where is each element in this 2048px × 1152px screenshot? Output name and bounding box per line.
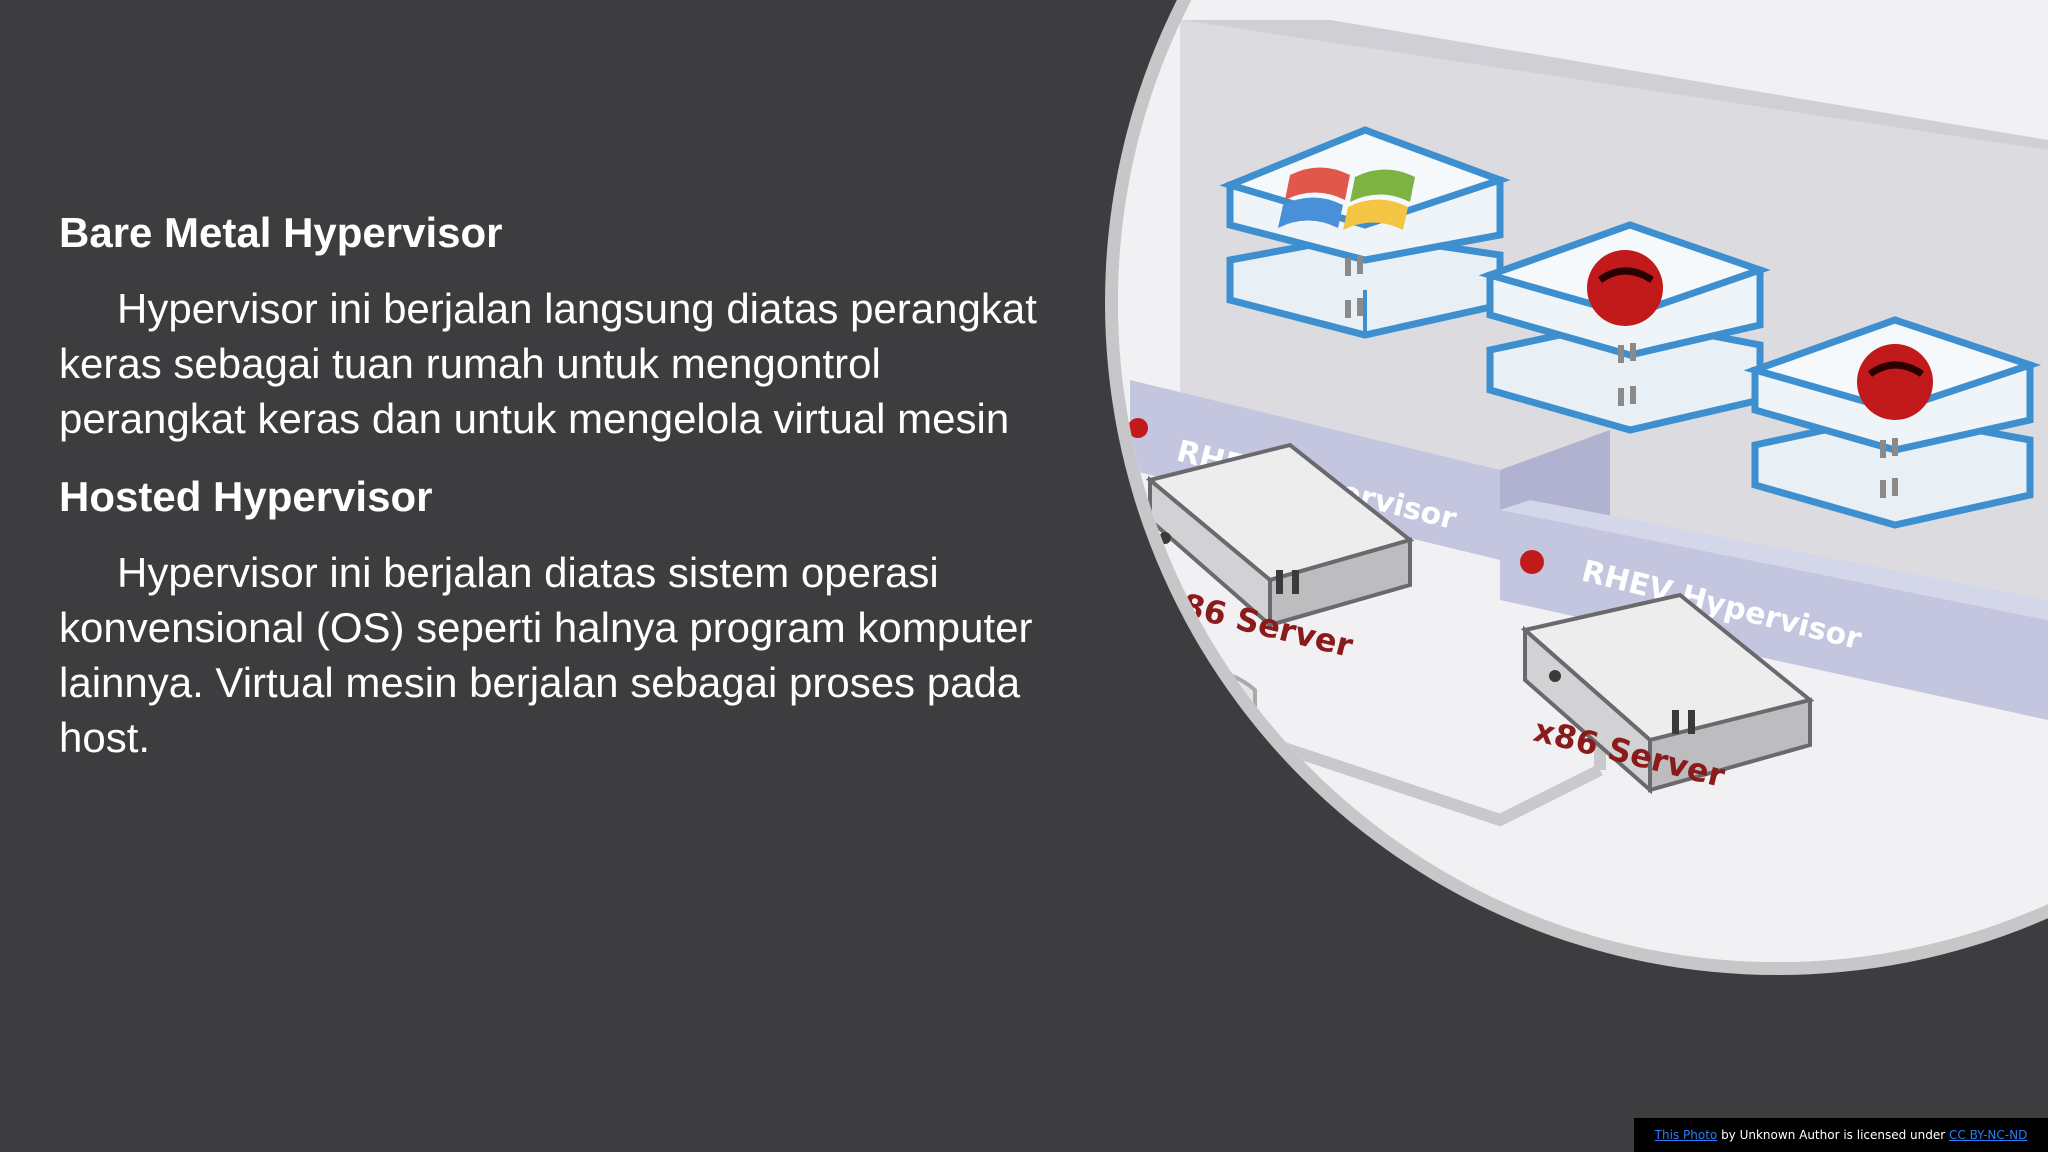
- redhat-logo-icon: [1587, 250, 1663, 326]
- hypervisor-diagram: RHEV Hypervisor RHEV Hypervisor x86 Serv…: [1118, 0, 2048, 962]
- paragraph-bare-metal: Hypervisor ini berjalan langsung diatas …: [59, 285, 1037, 442]
- redhat-small-icon: [1520, 550, 1544, 574]
- hypervisor-diagram-photo: RHEV Hypervisor RHEV Hypervisor x86 Serv…: [1118, 0, 2048, 962]
- vm-stack-redhat-right: [1743, 316, 2042, 529]
- attribution-text: by Unknown Author is licensed under: [1717, 1128, 1950, 1142]
- paragraph-hosted: Hypervisor ini berjalan diatas sistem op…: [59, 549, 1033, 761]
- photo-attribution: This Photo by Unknown Author is licensed…: [1634, 1118, 2048, 1152]
- redhat-logo-icon-2: [1857, 344, 1933, 420]
- heading-bare-metal: Bare Metal Hypervisor: [59, 209, 503, 256]
- content-text-block: Bare Metal Hypervisor Hypervisor ini ber…: [59, 205, 1079, 788]
- windows-logo-icon: [1285, 167, 1350, 200]
- storage-cylinder: [1178, 670, 1257, 772]
- vm-stack-windows: [1219, 126, 1511, 339]
- vm-stack-redhat-middle: [1478, 221, 1771, 434]
- photo-link[interactable]: This Photo: [1654, 1128, 1718, 1142]
- hypervisor-layer-right: [1500, 510, 2048, 720]
- heading-hosted: Hosted Hypervisor: [59, 473, 433, 520]
- license-link[interactable]: CC BY-NC-ND: [1949, 1128, 2028, 1142]
